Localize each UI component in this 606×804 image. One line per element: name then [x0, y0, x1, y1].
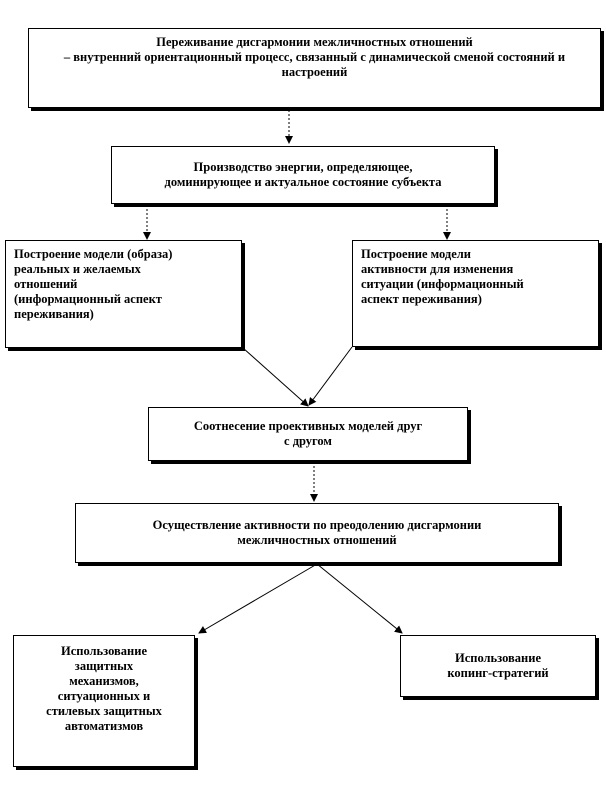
node-relationship-model: Построение модели (образа) реальных и же…	[5, 240, 242, 348]
arrow-left-model-to-correlation	[242, 347, 309, 407]
node-experiencing-disharmony: Переживание дисгармонии межличностных от…	[28, 28, 601, 108]
node-coping-strategies: Использование копинг-стратегий	[400, 635, 596, 697]
node-defense-mechanisms: Использование защитных механизмов, ситуа…	[13, 635, 195, 767]
node-energy-production: Производство энергии, определяющее, доми…	[111, 146, 495, 204]
arrow-activity-to-coping	[316, 563, 403, 634]
node-model-correlation: Соотнесение проективных моделей друг с д…	[148, 407, 468, 461]
arrow-right-model-to-correlation	[308, 346, 353, 406]
node-activity-model: Построение модели активности для изменен…	[352, 240, 599, 347]
node-overcoming-activity: Осуществление активности по преодолению …	[75, 503, 559, 563]
arrow-activity-to-defense	[198, 563, 318, 634]
